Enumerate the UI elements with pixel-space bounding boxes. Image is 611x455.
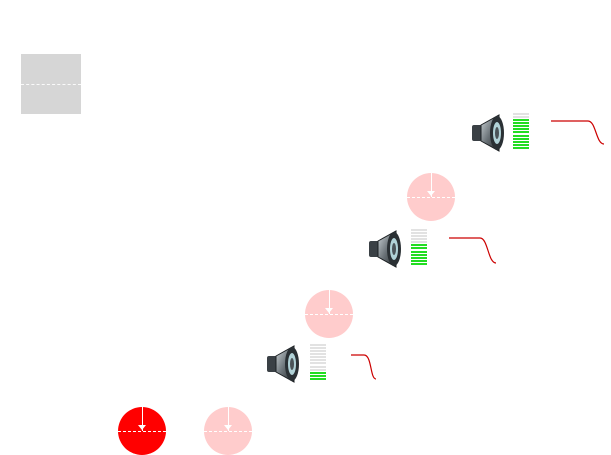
meter-segment: [411, 259, 427, 262]
speaker-icon[interactable]: [469, 113, 507, 153]
meter-segment: [513, 137, 529, 140]
meter-segment: [310, 356, 326, 359]
meter-segment: [310, 365, 326, 368]
meter-segment: [310, 377, 326, 380]
dial-icon-1[interactable]: [204, 407, 252, 455]
meter-segment: [411, 238, 427, 241]
meter-segment: [310, 368, 326, 371]
level-meter-3: [310, 344, 326, 380]
meter-segment: [513, 119, 529, 122]
meter-segment: [513, 146, 529, 149]
meter-segment: [513, 143, 529, 146]
level-meter-2: [411, 229, 427, 265]
meter-segment: [513, 125, 529, 128]
meter-segment: [411, 250, 427, 253]
meter-segment: [310, 359, 326, 362]
meter-segment: [513, 128, 529, 131]
meter-segment: [513, 116, 529, 119]
dial-icon-2[interactable]: [407, 173, 455, 221]
meter-segment: [411, 241, 427, 244]
meter-segment: [513, 134, 529, 137]
dial-icon-active[interactable]: [118, 407, 166, 455]
envelope-curve-1: [551, 120, 605, 145]
meter-segment: [310, 344, 326, 346]
speaker-icon[interactable]: [366, 229, 404, 269]
meter-segment: [411, 229, 427, 231]
meter-segment: [310, 371, 326, 374]
meter-segment: [310, 374, 326, 377]
meter-segment: [411, 262, 427, 265]
meter-segment: [310, 353, 326, 356]
meter-segment: [310, 347, 326, 350]
meter-segment: [310, 362, 326, 365]
dial-icon-3[interactable]: [305, 290, 353, 338]
meter-segment: [411, 232, 427, 235]
envelope-curve-3: [351, 354, 377, 380]
meter-segment: [411, 247, 427, 250]
placeholder-divider: [21, 84, 81, 85]
meter-segment: [513, 113, 529, 115]
meter-segment: [411, 235, 427, 238]
meter-segment: [411, 244, 427, 247]
placeholder-square: [21, 54, 81, 114]
speaker-icon[interactable]: [264, 344, 302, 384]
meter-segment: [513, 122, 529, 125]
meter-segment: [411, 253, 427, 256]
level-meter-1: [513, 113, 529, 149]
envelope-curve-2: [449, 237, 497, 264]
meter-segment: [513, 131, 529, 134]
meter-segment: [513, 140, 529, 143]
meter-segment: [310, 350, 326, 353]
meter-segment: [411, 256, 427, 259]
